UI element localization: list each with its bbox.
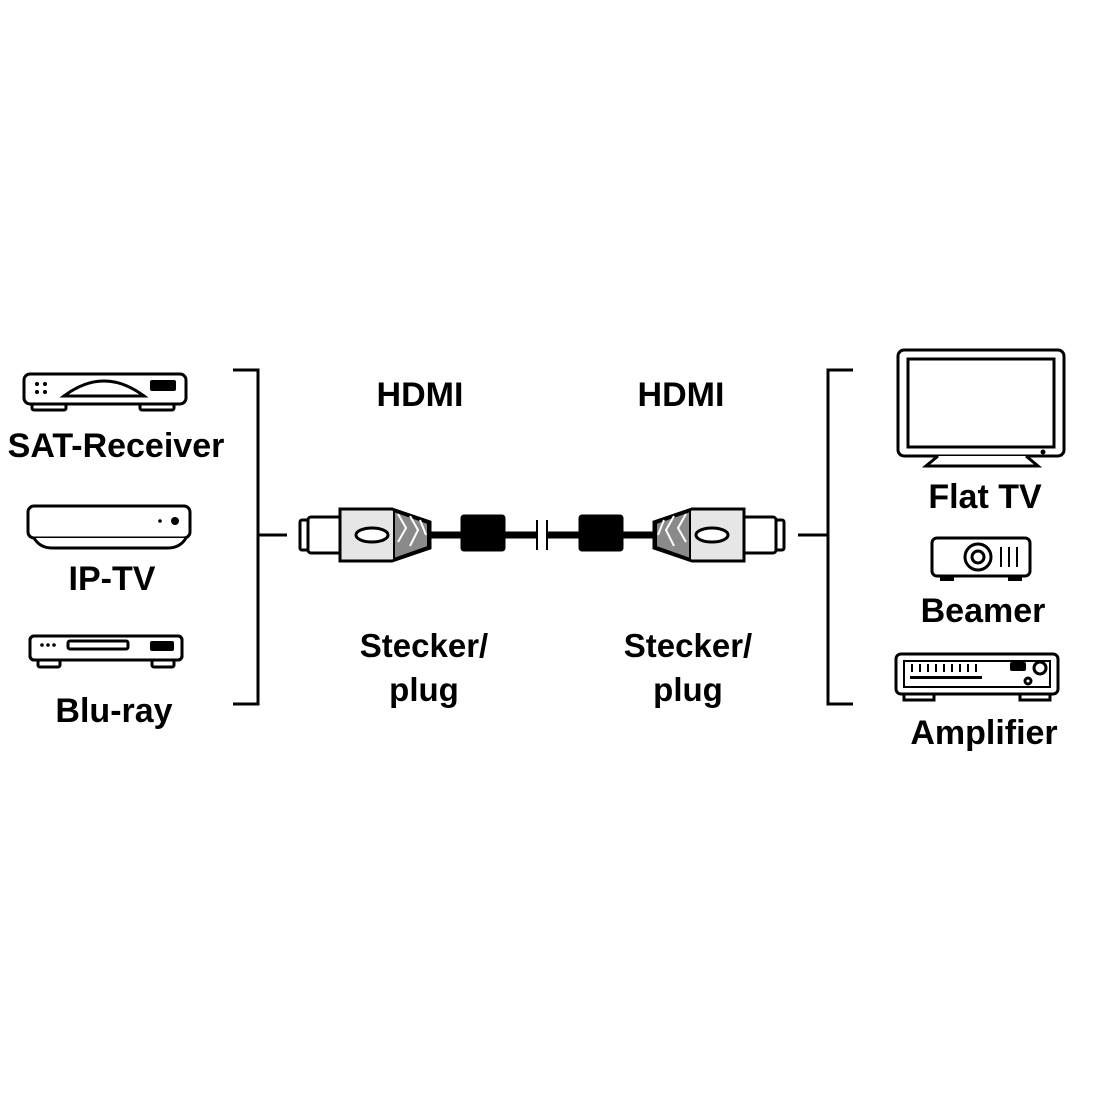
sat-receiver-icon	[22, 372, 188, 412]
right-connector-gender-line2: plug	[653, 671, 723, 708]
ip-tv-box-icon	[26, 504, 192, 550]
flat-tv-icon	[896, 348, 1066, 468]
blu-ray-player-icon	[28, 634, 184, 669]
beamer-icon	[930, 536, 1032, 581]
ferrite-core-left	[460, 514, 506, 552]
sat-receiver-label: SAT-Receiver	[8, 427, 225, 465]
hdmi-plug-right	[652, 507, 786, 563]
blu-ray-label: Blu-ray	[55, 692, 172, 730]
right-connector-type: HDMI	[638, 376, 725, 414]
flat-tv-label: Flat TV	[928, 478, 1042, 516]
right-connector-gender-line1: Stecker/	[624, 627, 752, 664]
source-bracket	[233, 368, 287, 706]
amplifier-label: Amplifier	[910, 714, 1057, 752]
left-connector-gender-line1: Stecker/	[360, 627, 488, 664]
target-bracket	[798, 368, 853, 706]
amplifier-icon	[894, 652, 1060, 702]
ip-tv-label: IP-TV	[69, 560, 156, 598]
hdmi-plug-left	[298, 507, 432, 563]
beamer-label: Beamer	[921, 592, 1046, 630]
left-connector-gender-line2: plug	[389, 671, 459, 708]
hdmi-cable	[427, 514, 659, 552]
left-connector-type: HDMI	[377, 376, 464, 414]
ferrite-core-right	[578, 514, 624, 552]
